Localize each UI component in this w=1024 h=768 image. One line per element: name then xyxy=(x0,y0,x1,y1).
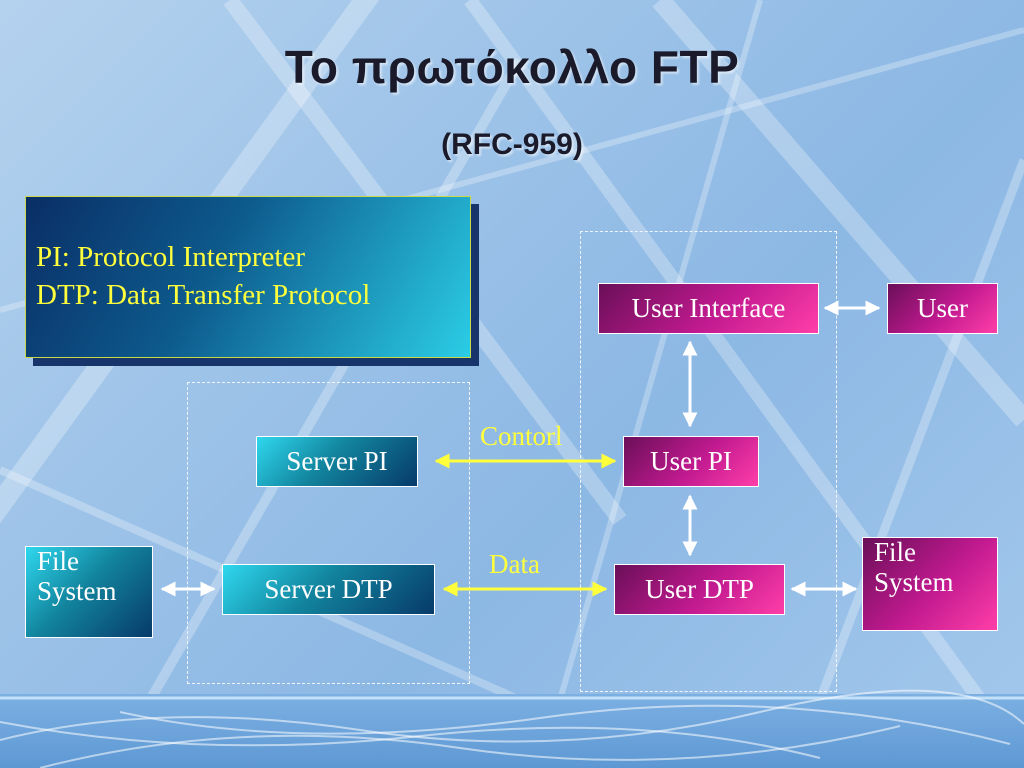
server-group-boundary xyxy=(187,382,470,684)
server-dtp-node: Server DTP xyxy=(222,564,435,615)
user-dtp-node: User DTP xyxy=(614,564,785,615)
user-pi-node: User PI xyxy=(623,436,759,487)
file-system-right-node: File System xyxy=(862,537,998,631)
user-interface-node: User Interface xyxy=(598,283,819,334)
user-node: User xyxy=(887,283,998,334)
data-label: Data xyxy=(489,549,540,579)
slide-title: Το πρωτόκολλο FTP xyxy=(284,41,740,93)
file-system-right-line2: System xyxy=(874,566,954,597)
legend-line-dtp: DTP: Data Transfer Protocol xyxy=(36,278,371,311)
server-pi-node: Server PI xyxy=(256,436,418,487)
file-system-right-line1: File xyxy=(874,537,917,567)
file-system-left-line1: File xyxy=(37,546,80,576)
file-system-left-line2: System xyxy=(37,575,117,606)
legend-line-pi: PI: Protocol Interpreter xyxy=(36,241,305,273)
legend-box: PI: Protocol Interpreter DTP: Data Trans… xyxy=(25,196,471,358)
file-system-left-node: File System xyxy=(25,546,153,638)
control-label: Contorl xyxy=(480,421,563,451)
slide-subtitle: (RFC-959) xyxy=(441,128,583,161)
